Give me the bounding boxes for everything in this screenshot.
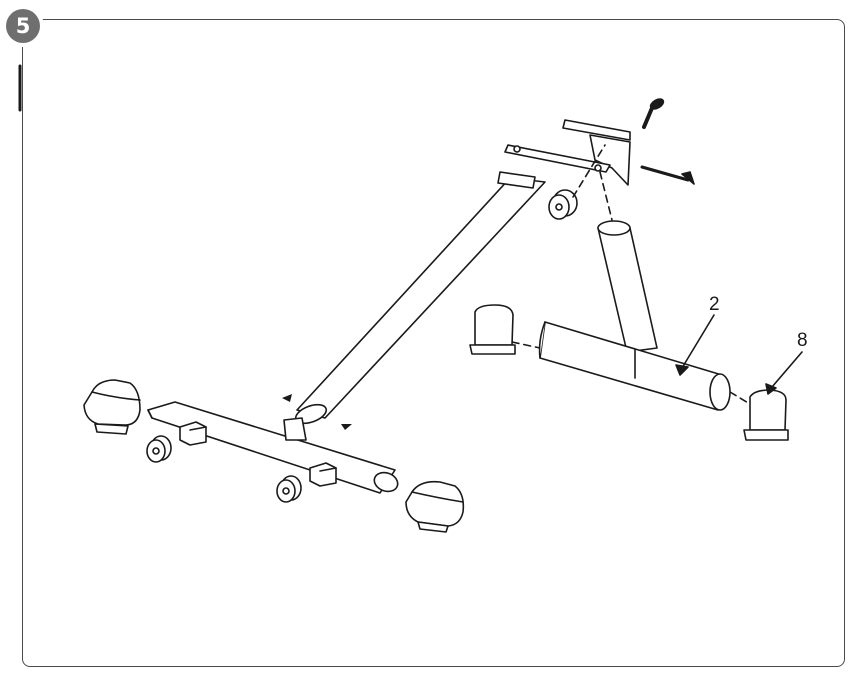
front-wheel-left (146, 435, 172, 463)
diagram-frame (22, 19, 845, 667)
cotter-pin (640, 165, 695, 185)
alignment-arrows (282, 394, 352, 430)
rear-base-tube (538, 321, 731, 411)
front-base-tube (147, 401, 399, 494)
rear-foot-cap-left (469, 304, 516, 355)
bolt (642, 98, 665, 129)
top-bracket (497, 119, 631, 189)
front-wheel-right (276, 475, 302, 503)
front-foot-cap-left (83, 379, 141, 435)
callout-label-foot-cap: 8 (797, 330, 808, 351)
callout-label-tube: 2 (709, 294, 720, 315)
front-bracket-left (179, 421, 207, 446)
rear-foot-cap-right (743, 389, 789, 441)
roller-wheel (548, 189, 578, 220)
rear-upright-tube (597, 220, 658, 353)
front-foot-cap-right (405, 480, 465, 533)
step-number-badge: 5 (6, 9, 40, 43)
front-tube-connector (283, 417, 307, 441)
front-bracket-right (309, 462, 337, 487)
callout-leaders (675, 314, 803, 395)
main-tube (294, 177, 546, 425)
